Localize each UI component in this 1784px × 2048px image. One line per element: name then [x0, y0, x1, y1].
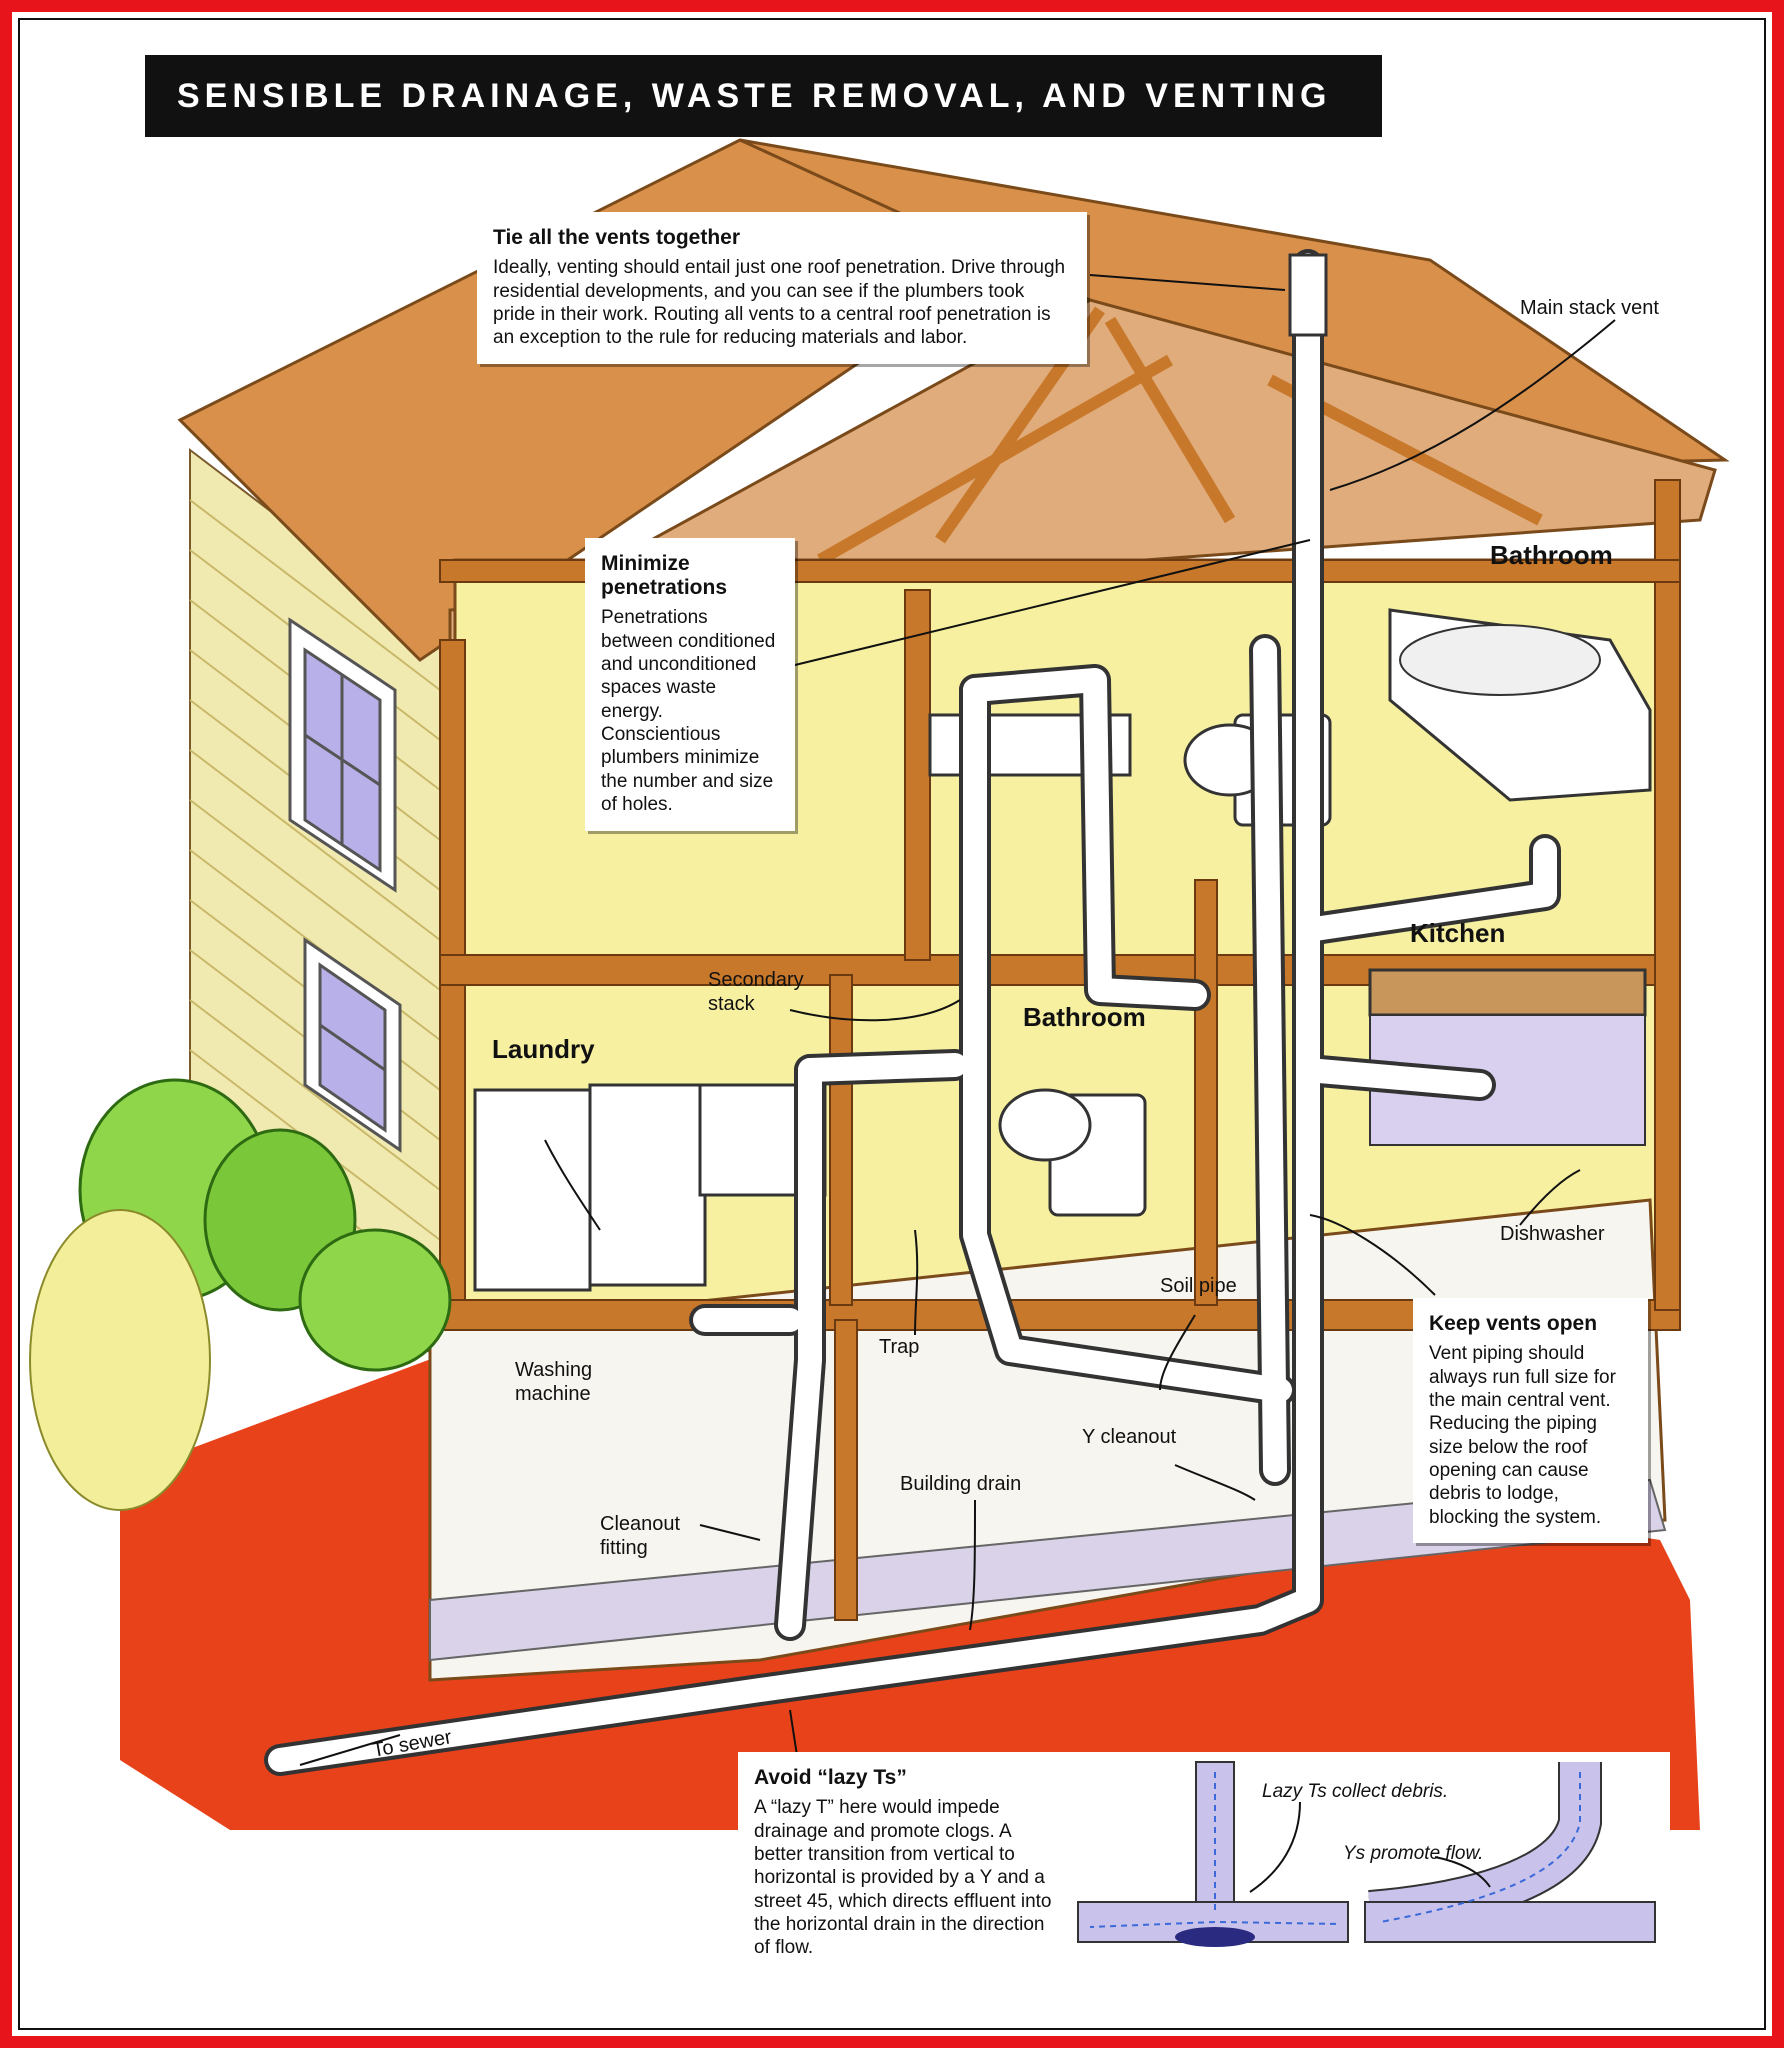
- callout-body: Penetrations between conditioned and unc…: [601, 607, 776, 816]
- callout-body: A “lazy T” here would impede drainage an…: [754, 1797, 1052, 1959]
- label-main-stack-vent: Main stack vent: [1520, 297, 1659, 319]
- label-lazy-ts-collect-debris: Lazy Ts collect debris.: [1262, 1781, 1449, 1802]
- label-ys-promote-flow: Ys promote flow.: [1343, 1843, 1484, 1864]
- room-kitchen: Kitchen: [1410, 918, 1506, 948]
- callout-heading: Minimize penetrations: [601, 552, 728, 600]
- lower-toilet: [998, 1088, 1147, 1217]
- bathtub: [1388, 608, 1652, 802]
- leader-lines: [299, 274, 1616, 1776]
- inset-y-flow: [1364, 1762, 1656, 1943]
- vent-cap: [1288, 253, 1328, 337]
- room-laundry: Laundry: [492, 1034, 595, 1064]
- label-trap: Trap: [879, 1336, 920, 1358]
- callout-heading: Keep vents open: [1429, 1312, 1598, 1335]
- label-cleanout-fitting: Cleanout fitting: [600, 1513, 681, 1559]
- inner-frame: [18, 18, 1766, 2030]
- inset-diagram: [1070, 1752, 1670, 1957]
- side-window-upper: [288, 617, 397, 893]
- label-washing-machine: Washing machine: [515, 1359, 593, 1405]
- inset-lazy-t: [1077, 1761, 1349, 1947]
- basement-floor-slab: [429, 1478, 1667, 1662]
- label-building-drain: Building drain: [900, 1473, 1022, 1495]
- callout-keep-vents-open: Keep vents open Vent piping should alway…: [1413, 1298, 1648, 1544]
- inset-leaders: [1249, 1801, 1491, 1893]
- plumbing-pipes-fill: [268, 253, 1557, 1772]
- laundry-appliances: [473, 1083, 827, 1292]
- label-soil-pipe: Soil pipe: [1160, 1275, 1237, 1297]
- kitchen-counter: [1368, 968, 1647, 1146]
- label-dishwasher: Dishwasher: [1500, 1223, 1605, 1245]
- callout-tie-vents: Tie all the vents together Ideally, vent…: [477, 212, 1087, 364]
- callout-body: Ideally, venting should entail just one …: [493, 257, 1066, 349]
- room-bathroom-lower: Bathroom: [1023, 1002, 1146, 1032]
- side-window-lower: [303, 937, 402, 1153]
- label-y-cleanout: Y cleanout: [1082, 1426, 1177, 1448]
- callout-heading: Tie all the vents together: [493, 226, 741, 249]
- callout-minimize-penetrations: Minimize penetrations Penetrations betwe…: [585, 538, 795, 831]
- callout-avoid-lazy-ts: Avoid “lazy Ts” A “lazy T” here would im…: [738, 1752, 1078, 1974]
- callout-heading: Avoid “lazy Ts”: [754, 1766, 907, 1789]
- room-bathroom-upper: Bathroom: [1490, 540, 1613, 570]
- page-title: SENSIBLE DRAINAGE, WASTE REMOVAL, AND VE…: [145, 55, 1382, 137]
- bushes: [29, 1078, 452, 1511]
- label-secondary-stack: Secondary stack: [708, 969, 804, 1015]
- callout-body: Vent piping should always run full size …: [1429, 1343, 1616, 1528]
